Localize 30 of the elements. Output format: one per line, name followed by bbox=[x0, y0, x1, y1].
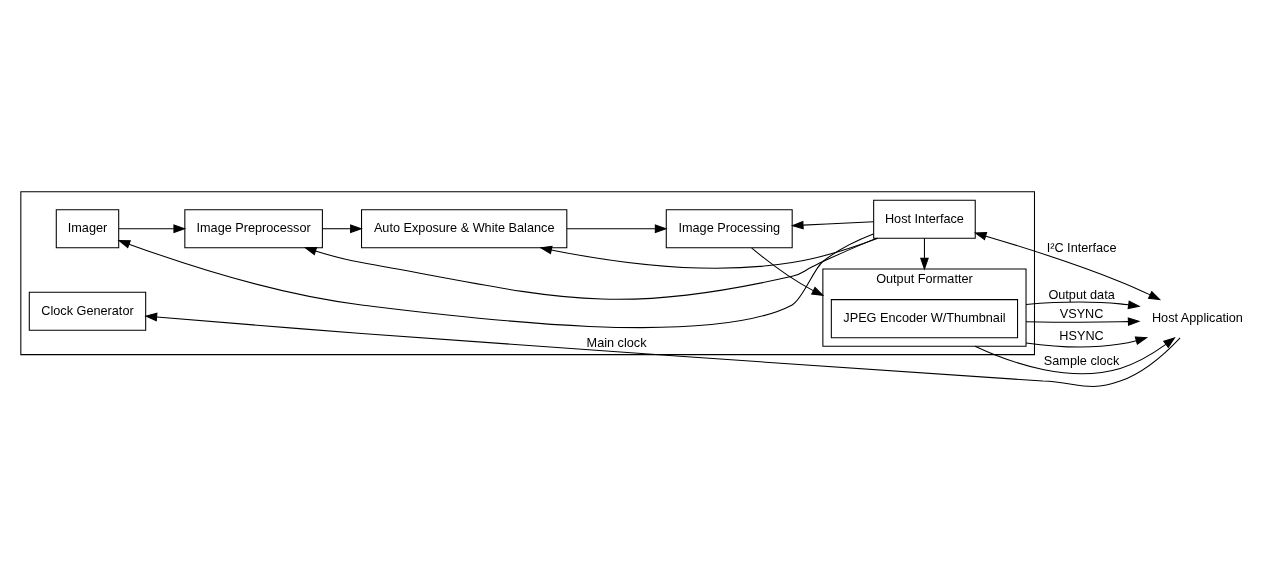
arrow bbox=[1025, 316, 1141, 326]
arrow bbox=[144, 312, 1181, 387]
arrow bbox=[117, 232, 874, 328]
edge-label: Sample clock bbox=[1043, 353, 1120, 368]
arrow bbox=[566, 223, 668, 233]
arrow bbox=[973, 231, 1162, 300]
cluster bbox=[20, 190, 1035, 355]
node-box: Clock Generator bbox=[28, 291, 147, 331]
edge-label: I²C Interface bbox=[1046, 240, 1117, 255]
node-text: Host Application bbox=[1151, 310, 1243, 325]
arrow bbox=[118, 223, 187, 233]
arrow bbox=[1025, 299, 1141, 309]
node-box: Auto Exposure & White Balance bbox=[361, 208, 568, 248]
node-box: JPEG Encoder W/Thumbnail bbox=[830, 298, 1019, 338]
arrow bbox=[974, 336, 1176, 374]
edge-label: Main clock bbox=[586, 335, 647, 350]
node-box: Image Preprocessor bbox=[184, 208, 323, 248]
arrow bbox=[539, 237, 879, 269]
arrow bbox=[303, 237, 877, 300]
node-box: Image Processing bbox=[665, 208, 793, 248]
arrow bbox=[790, 220, 875, 230]
edge-label: HSYNC bbox=[1059, 328, 1104, 343]
arrow bbox=[751, 246, 825, 296]
arrow bbox=[1025, 336, 1149, 348]
edge-label: VSYNC bbox=[1059, 306, 1104, 321]
arrow bbox=[920, 237, 929, 271]
edge-label: Output data bbox=[1048, 287, 1115, 302]
node-box: Imager bbox=[55, 208, 120, 248]
node-box: Host Interface bbox=[873, 199, 976, 239]
arrow bbox=[322, 223, 363, 233]
